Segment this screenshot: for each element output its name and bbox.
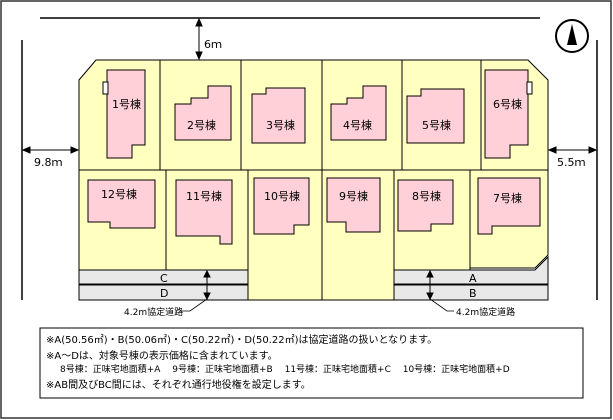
label-strip-b: B: [469, 287, 477, 300]
label-lot-3: 3号棟: [266, 118, 295, 132]
label-road-right: 5.5ｍ: [557, 156, 586, 169]
strip-b: [393, 284, 549, 301]
leader-road-right: [429, 298, 454, 312]
house-10: [253, 177, 310, 235]
label-lot-1: 1号棟: [112, 97, 141, 111]
note-line-2: ※A～Dは、対象号棟の表示価格に含まれています。: [46, 351, 278, 362]
label-agreement-road-left: 4.2m協定道路: [124, 306, 183, 318]
note-line-4: ※AB間及びBC間には、それぞれ通行地役権を設定します。: [46, 380, 311, 391]
label-lot-4: 4号棟: [343, 118, 372, 132]
house-6: [484, 69, 529, 159]
house-4: [330, 85, 387, 141]
label-lot-7: 7号棟: [493, 191, 522, 205]
note-line-1: ※A(50.56㎡)・B(50.06㎡)・C(50.22㎡)・D(50.22㎡)…: [46, 335, 438, 346]
house-3: [251, 87, 306, 144]
leader-road-left: [181, 298, 208, 312]
label-road-top: 6ｍ: [204, 38, 222, 51]
house-1: [106, 69, 146, 159]
note-line-3: 8号棟：正味宅地面積+A 9号棟：正味宅地面積+B 11号棟：正味宅地面積+C …: [60, 365, 510, 375]
label-lot-5: 5号棟: [422, 118, 451, 132]
notes-box: [39, 327, 584, 399]
house-1-porch: [102, 81, 109, 95]
house-7: [477, 177, 541, 235]
house-12: [87, 179, 156, 229]
north-arrow-icon: [555, 19, 589, 53]
label-strip-d: D: [160, 287, 168, 300]
label-strip-a: A: [469, 272, 477, 285]
label-strip-c: C: [160, 272, 168, 285]
label-lot-8: 8号棟: [412, 189, 441, 203]
house-2: [174, 85, 232, 141]
label-road-left: 9.8ｍ: [34, 156, 63, 169]
label-lot-10: 10号棟: [264, 189, 300, 203]
label-lot-9: 9号棟: [339, 189, 368, 203]
house-9: [326, 177, 381, 233]
label-lot-2: 2号棟: [187, 118, 216, 132]
house-5: [406, 88, 465, 144]
label-lot-6: 6号棟: [493, 97, 522, 111]
label-lot-11: 11号棟: [186, 189, 222, 203]
house-8: [397, 179, 454, 232]
house-6-porch: [526, 81, 533, 95]
label-agreement-road-right: 4.2m協定道路: [456, 306, 515, 318]
house-11: [175, 179, 233, 245]
label-lot-12: 12号棟: [101, 187, 137, 201]
